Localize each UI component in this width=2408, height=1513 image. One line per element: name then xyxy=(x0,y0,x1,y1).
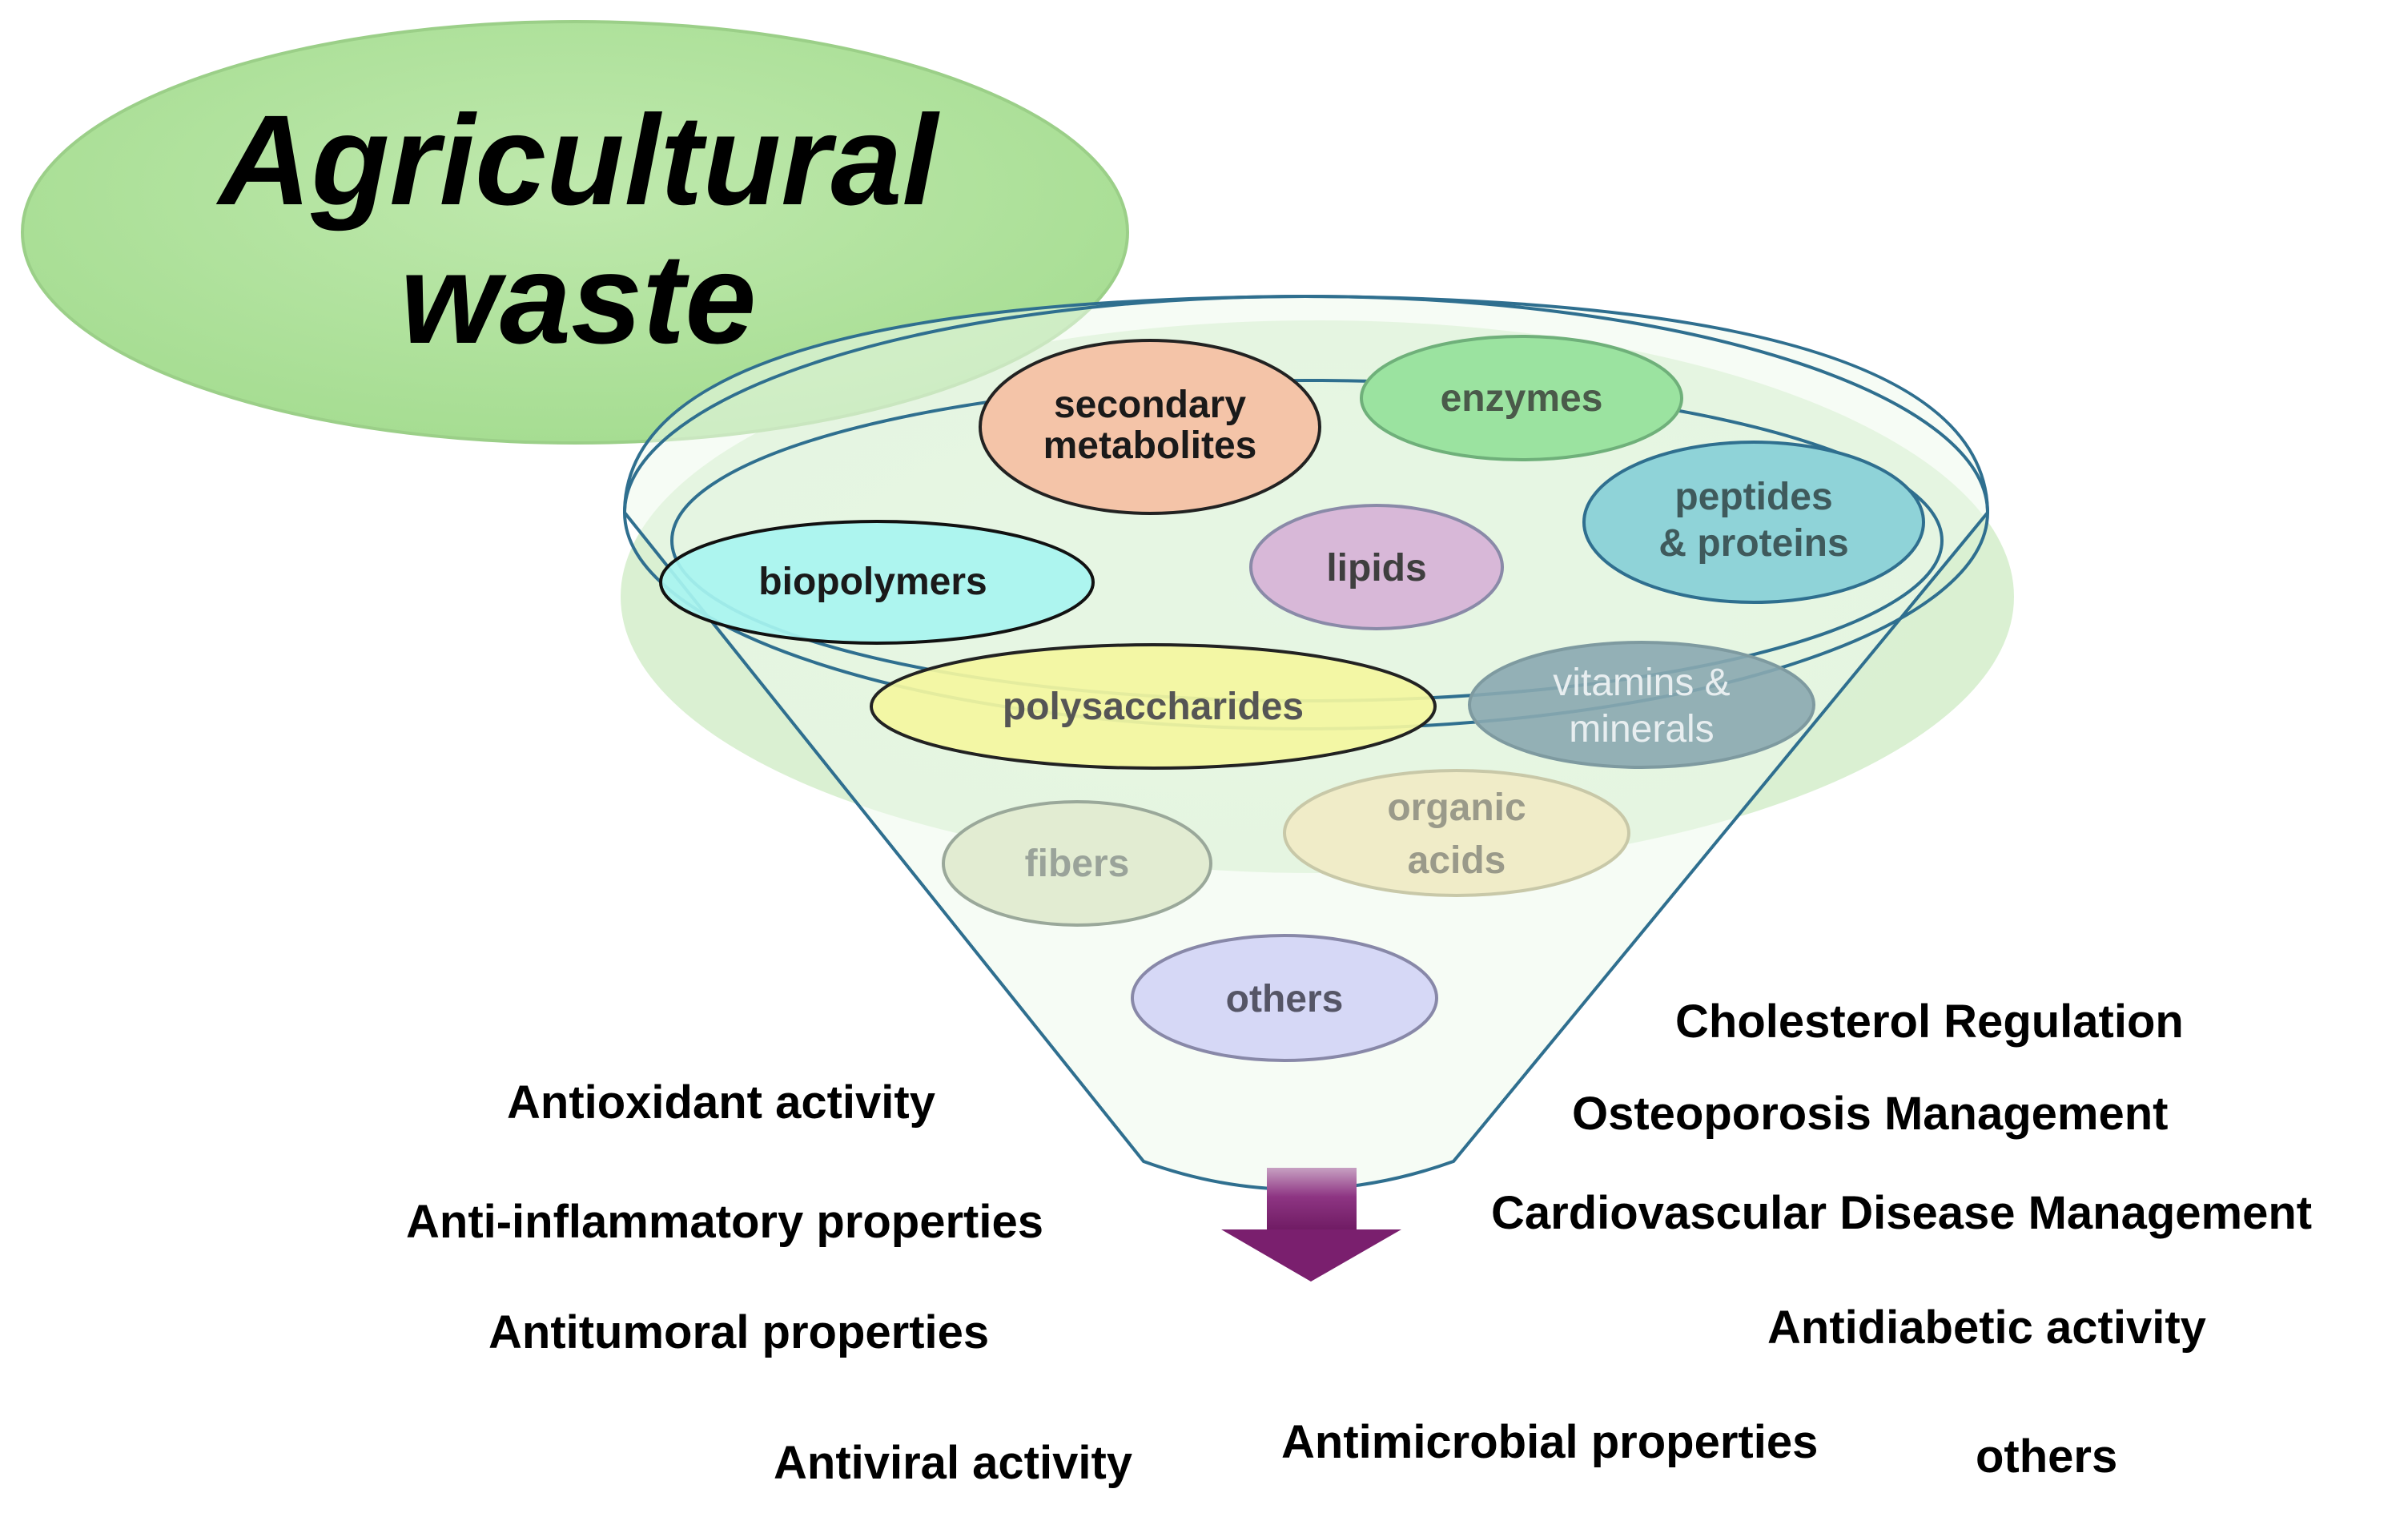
biopolymers-ellipse xyxy=(659,520,1095,645)
effect-osteoporosis: Osteoporosis Management xyxy=(1572,1088,2168,1140)
biopolymers-label: biopolymers xyxy=(758,561,987,603)
effect-antiviral: Antiviral activity xyxy=(774,1437,1132,1489)
effect-cardiovascular: Cardiovascular Disease Management xyxy=(1491,1187,2312,1239)
secondary-metabolites-ellipse xyxy=(979,339,1321,515)
effect-antioxidant: Antioxidant activity xyxy=(507,1076,935,1129)
fibers-label: fibers xyxy=(1025,843,1130,885)
enzymes-label: enzymes xyxy=(1441,377,1603,420)
secondary-metabolites-label-2: metabolites xyxy=(1043,425,1257,467)
vitamins-minerals-label-1: vitamins & xyxy=(1553,662,1730,704)
others-component-ellipse xyxy=(1131,934,1438,1062)
enzymes-ellipse xyxy=(1360,335,1683,461)
lipids-label: lipids xyxy=(1326,547,1426,590)
fibers-ellipse xyxy=(942,800,1212,927)
effect-cholesterol: Cholesterol Regulation xyxy=(1675,996,2184,1048)
organic-acids-ellipse xyxy=(1283,769,1630,897)
effect-others: others xyxy=(1976,1431,2117,1483)
peptides-proteins-label-2: & proteins xyxy=(1658,522,1848,565)
others-component-label: others xyxy=(1226,978,1344,1020)
organic-acids-label-1: organic xyxy=(1387,787,1526,829)
effect-anti-inflammatory: Anti-inflammatory properties xyxy=(406,1196,1043,1248)
title-line-1: Agricultural xyxy=(215,88,940,231)
lipids-ellipse xyxy=(1249,504,1504,630)
peptides-proteins-label-1: peptides xyxy=(1674,476,1832,518)
effect-antitumoral: Antitumoral properties xyxy=(488,1306,989,1358)
down-arrow-icon xyxy=(1221,1168,1401,1282)
effect-antimicrobial: Antimicrobial properties xyxy=(1281,1416,1818,1468)
polysaccharides-ellipse xyxy=(870,643,1437,770)
vitamins-minerals-label-2: minerals xyxy=(1569,708,1714,750)
peptides-proteins-ellipse xyxy=(1582,441,1925,604)
effect-antidiabetic: Antidiabetic activity xyxy=(1767,1302,2206,1354)
title-line-2: waste xyxy=(400,227,757,370)
secondary-metabolites-label-1: secondary xyxy=(1054,384,1246,426)
organic-acids-label-2: acids xyxy=(1408,839,1506,882)
vitamins-minerals-ellipse xyxy=(1468,641,1815,769)
polysaccharides-label: polysaccharides xyxy=(1003,686,1304,728)
